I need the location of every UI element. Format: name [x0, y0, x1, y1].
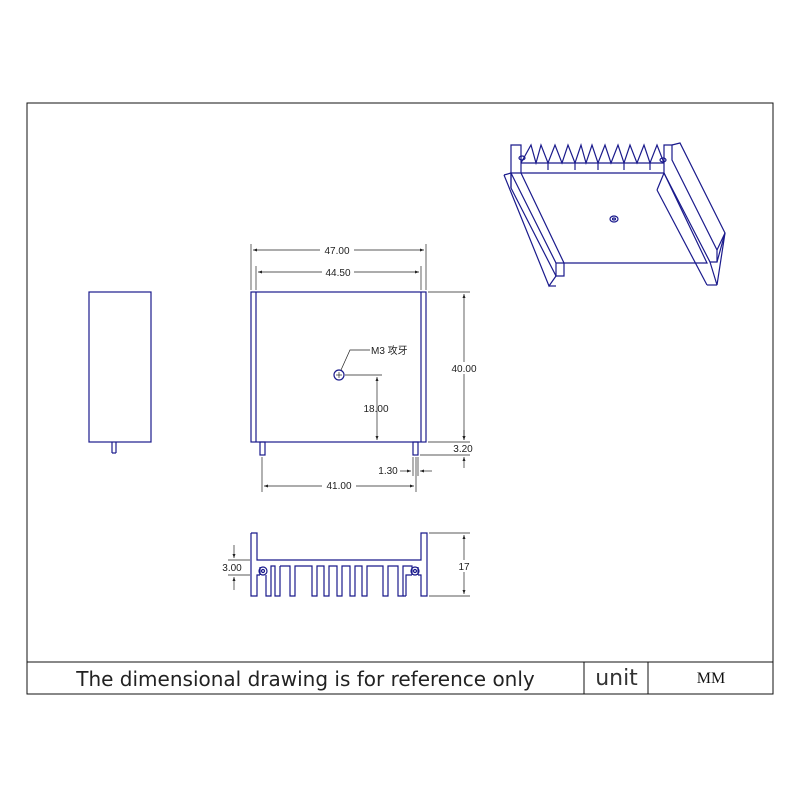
unit-label: unit: [595, 666, 638, 691]
dim-inner-width: 44.50: [325, 268, 350, 279]
front-dimensions: [250, 244, 470, 492]
profile-dimensions: 17 3.00: [222, 532, 475, 597]
dim-height: 40.00: [451, 364, 476, 375]
isometric-view: [503, 142, 726, 288]
dim-hole-height: 18.00: [363, 404, 388, 415]
side-view: [88, 291, 152, 454]
dim-profile-height: 17: [458, 562, 470, 573]
hole-label: M3 攻牙: [371, 344, 408, 357]
dim-pin-spacing: 41.00: [326, 481, 351, 492]
dim-base-thickness: 3.00: [222, 563, 242, 574]
dim-pin-diameter: 1.30: [378, 466, 398, 477]
sheet-frame: [26, 102, 774, 695]
isometric-hole-icon: [609, 215, 619, 223]
front-dimension-labels: 47.00 44.50 40.00 18.00 3.20 1.30 41.00 …: [320, 244, 479, 492]
dim-pin-length: 3.20: [453, 444, 473, 455]
m3-hole-icon: [333, 369, 345, 381]
profile-view: [250, 532, 428, 597]
front-view: [250, 291, 427, 456]
reference-note: The dimensional drawing is for reference…: [76, 666, 535, 691]
dim-total-width: 47.00: [324, 246, 349, 257]
unit-value: MM: [696, 669, 726, 687]
